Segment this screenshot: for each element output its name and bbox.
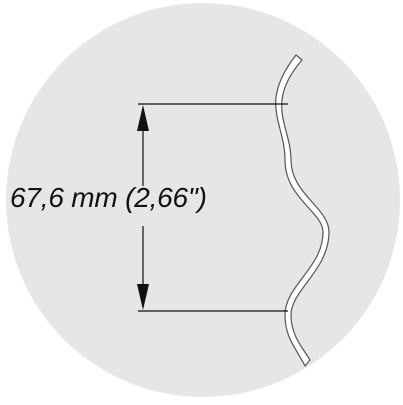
dimension-label: 67,6 mm (2,66"): [10, 182, 207, 213]
arrowhead-bottom: [137, 284, 149, 310]
label-backing: [136, 186, 150, 226]
background-circle: [6, 3, 400, 397]
part-profile: [275, 54, 330, 367]
arrowhead-top: [137, 105, 149, 131]
